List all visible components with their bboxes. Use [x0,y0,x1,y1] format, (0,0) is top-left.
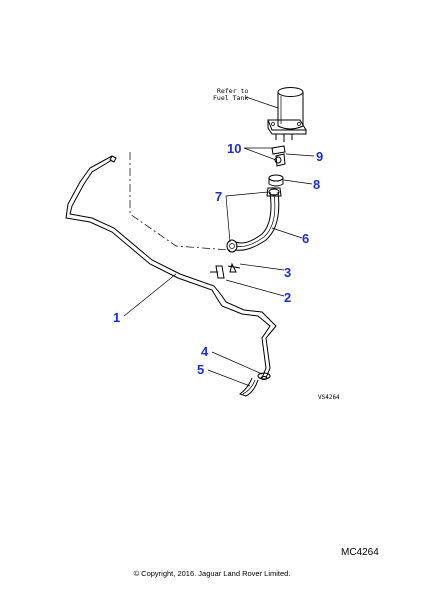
fuel-pump-unit [267,87,307,142]
fitting-5 [238,377,259,397]
clip-9 [275,153,286,167]
callout-4: 4 [201,344,209,359]
connector-10 [271,145,286,164]
fuel-pipe-1 [65,155,277,379]
copyright-text: © Copyright, 2016. Jaguar Land Rover Lim… [133,569,291,578]
hose-clamp-8 [268,174,284,187]
note-line-2: Fuel Tank [213,94,248,102]
screw-3 [227,262,241,273]
note-line-1: Refer to [217,87,248,95]
callout-9: 9 [316,149,323,164]
callout-7: 7 [215,189,222,204]
callout-8: 8 [313,177,320,192]
fuel-hose-6 [226,187,282,253]
drawing-ref: VS4264 [318,394,340,401]
bracket-2 [210,265,225,279]
note-leader [245,96,279,109]
leader-lines [123,147,315,387]
callout-6: 6 [302,231,309,246]
grommet-4 [257,372,271,380]
callout-1: 1 [113,310,120,325]
callout-2: 2 [284,290,291,305]
callout-10: 10 [227,141,241,156]
reference-line [129,152,231,251]
callout-5: 5 [197,362,204,377]
diagram-code: MC4264 [341,547,379,558]
callout-3: 3 [284,265,291,280]
